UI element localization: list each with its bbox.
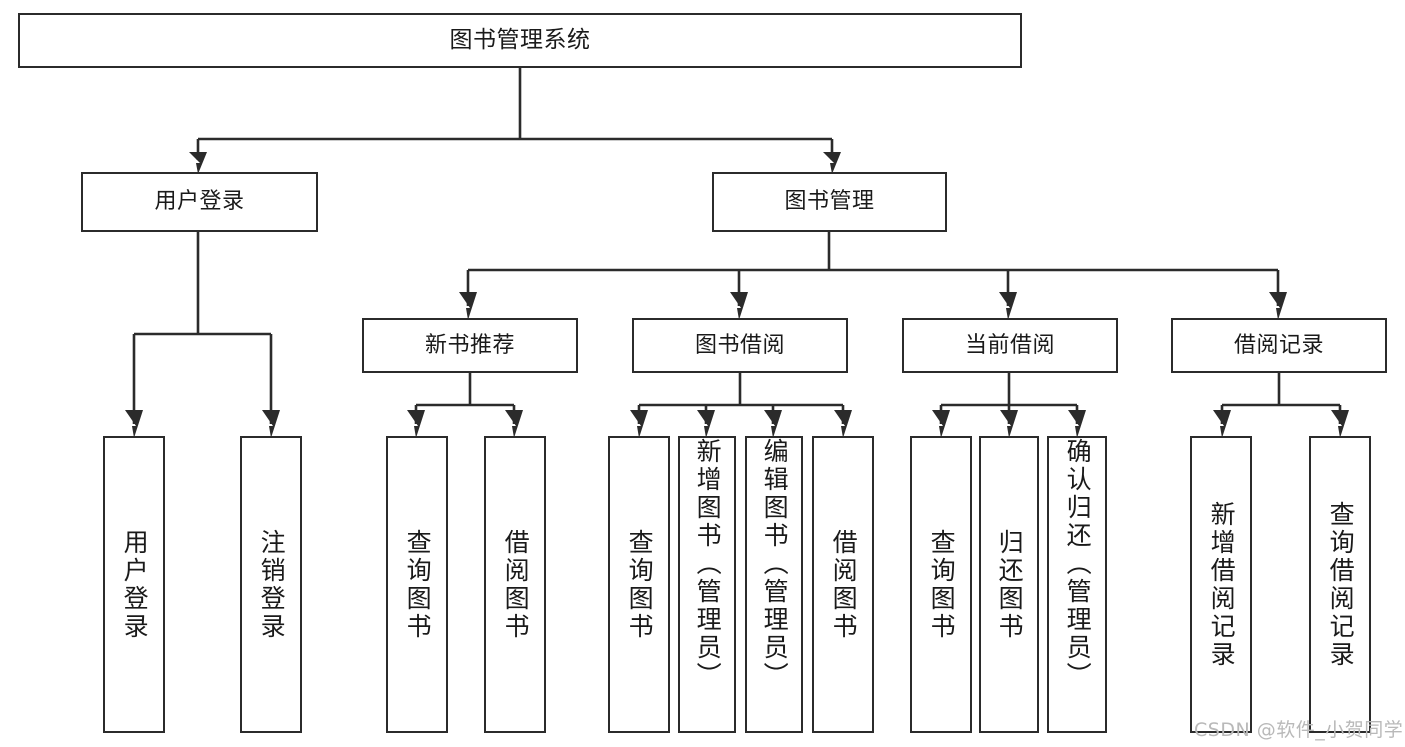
node-leaf-borrow-book-1[interactable]: 借阅图书: [484, 436, 546, 733]
node-leaf-query-book-2-label: 查询图书: [625, 528, 655, 641]
node-leaf-add-book[interactable]: 新增图书（管理员）: [678, 436, 736, 733]
csdn-watermark: CSDN @软件_小贺同学: [1194, 719, 1404, 741]
node-leaf-add-record-label: 新增借阅记录: [1207, 500, 1237, 669]
node-book-borrow-label: 图书借阅: [694, 332, 785, 358]
node-current-borrow[interactable]: 当前借阅: [902, 318, 1118, 373]
node-root-label: 图书管理系统: [449, 26, 591, 53]
node-book-borrow[interactable]: 图书借阅: [632, 318, 848, 373]
node-new-book-recommend-label: 新书推荐: [424, 332, 515, 358]
node-leaf-query-record[interactable]: 查询借阅记录: [1309, 436, 1371, 733]
node-current-borrow-label: 当前借阅: [964, 332, 1055, 358]
node-leaf-borrow-book-2-label: 借阅图书: [829, 528, 859, 641]
node-leaf-return-book[interactable]: 归还图书: [979, 436, 1039, 733]
node-leaf-query-book-3-label: 查询图书: [927, 528, 957, 641]
node-new-book-recommend[interactable]: 新书推荐: [362, 318, 578, 373]
node-user-login[interactable]: 用户登录: [81, 172, 318, 232]
node-leaf-add-book-label: 新增图书（管理员）: [693, 438, 723, 690]
node-leaf-query-book-1[interactable]: 查询图书: [386, 436, 448, 733]
node-leaf-return-book-label: 归还图书: [995, 528, 1025, 641]
node-leaf-query-book-3[interactable]: 查询图书: [910, 436, 972, 733]
node-leaf-logout[interactable]: 注销登录: [240, 436, 302, 733]
node-borrow-record-label: 借阅记录: [1233, 332, 1324, 358]
node-leaf-user-login-label: 用户登录: [120, 528, 150, 641]
node-leaf-add-record[interactable]: 新增借阅记录: [1190, 436, 1252, 733]
node-leaf-edit-book-label: 编辑图书（管理员）: [760, 438, 790, 690]
node-leaf-confirm-return-label: 确认归还（管理员）: [1063, 438, 1093, 690]
node-leaf-user-login[interactable]: 用户登录: [103, 436, 165, 733]
node-leaf-edit-book[interactable]: 编辑图书（管理员）: [745, 436, 803, 733]
node-book-manage-label: 图书管理: [784, 189, 875, 215]
node-leaf-query-book-1-label: 查询图书: [403, 528, 433, 641]
node-leaf-query-record-label: 查询借阅记录: [1326, 500, 1356, 669]
node-leaf-logout-label: 注销登录: [257, 528, 287, 641]
node-borrow-record[interactable]: 借阅记录: [1171, 318, 1387, 373]
node-leaf-borrow-book-1-label: 借阅图书: [501, 528, 531, 641]
node-user-login-label: 用户登录: [154, 189, 245, 215]
node-leaf-confirm-return[interactable]: 确认归还（管理员）: [1047, 436, 1107, 733]
node-root[interactable]: 图书管理系统: [18, 13, 1022, 68]
node-book-manage[interactable]: 图书管理: [712, 172, 947, 232]
node-leaf-borrow-book-2[interactable]: 借阅图书: [812, 436, 874, 733]
node-leaf-query-book-2[interactable]: 查询图书: [608, 436, 670, 733]
